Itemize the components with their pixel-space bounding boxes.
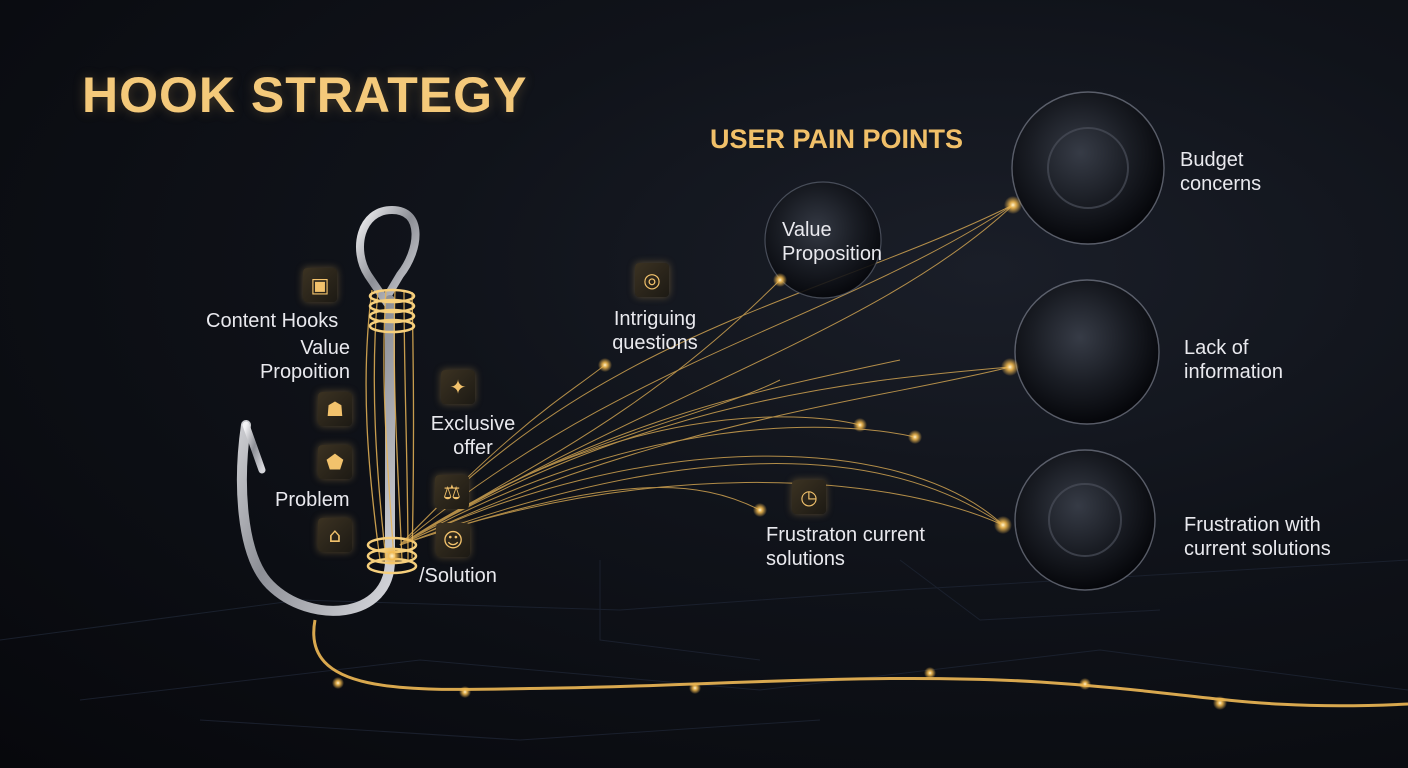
solution-label: /Solution: [419, 564, 497, 588]
content-hooks-label: Content Hooks: [206, 309, 338, 333]
pain-point-budget: Budget concerns: [1180, 148, 1261, 196]
value-proposition-line2: Propoition: [250, 360, 350, 384]
pain-bubble-frustration: [1015, 450, 1155, 590]
fan-threads: [400, 205, 1013, 545]
pain-bubble-budget: [1012, 92, 1164, 244]
value-proposition-label: Value Propoition: [250, 336, 350, 384]
middle-value-line2: Proposition: [782, 242, 882, 266]
middle-frustration-line1: Frustraton current: [766, 523, 925, 547]
middle-value-line1: Value: [782, 218, 882, 242]
face-icon: ☺: [436, 523, 470, 557]
exclusive-offer-line2: offer: [426, 436, 520, 460]
pain-point-frustration-line2: current solutions: [1184, 537, 1331, 561]
pain-point-frustration-line1: Frustration with: [1184, 513, 1331, 537]
target-icon: ◎: [635, 263, 669, 297]
pain-point-budget-line2: concerns: [1180, 172, 1261, 196]
baseline-thread: [314, 620, 1408, 706]
people-icon: ☗: [318, 392, 352, 426]
pain-point-information: Lack of information: [1184, 336, 1283, 384]
pain-bubble-information: [1015, 280, 1159, 424]
shield-icon: ⬟: [318, 445, 352, 479]
pain-point-budget-line1: Budget: [1180, 148, 1261, 172]
exclusive-offer-line1: Exclusive: [426, 412, 520, 436]
intriguing-questions-line1: Intriguing: [600, 307, 710, 331]
value-proposition-line1: Value: [250, 336, 350, 360]
problem-label: Problem: [275, 488, 349, 512]
intriguing-questions-label: Intriguing questions: [600, 307, 710, 355]
pain-point-frustration: Frustration with current solutions: [1184, 513, 1331, 561]
image-frame-icon: ▣: [303, 268, 337, 302]
clock-icon: ◷: [792, 480, 826, 514]
floor-grid: [0, 560, 1408, 740]
diagram-title: HOOK STRATEGY: [82, 66, 527, 124]
pain-point-information-line2: information: [1184, 360, 1283, 384]
exclusive-offer-label: Exclusive offer: [426, 412, 520, 460]
gift-tag-icon: ✦: [441, 370, 475, 404]
baseline-glow-dots: [332, 667, 1227, 710]
middle-frustration-line2: solutions: [766, 547, 925, 571]
home-icon: ⌂: [318, 518, 352, 552]
middle-frustration-label: Frustraton current solutions: [766, 523, 925, 571]
pain-points-heading: USER PAIN POINTS: [710, 124, 963, 155]
middle-value-proposition-label: Value Proposition: [782, 218, 882, 266]
intriguing-questions-line2: questions: [600, 331, 710, 355]
pain-point-information-line1: Lack of: [1184, 336, 1283, 360]
scale-icon: ⚖: [435, 475, 469, 509]
